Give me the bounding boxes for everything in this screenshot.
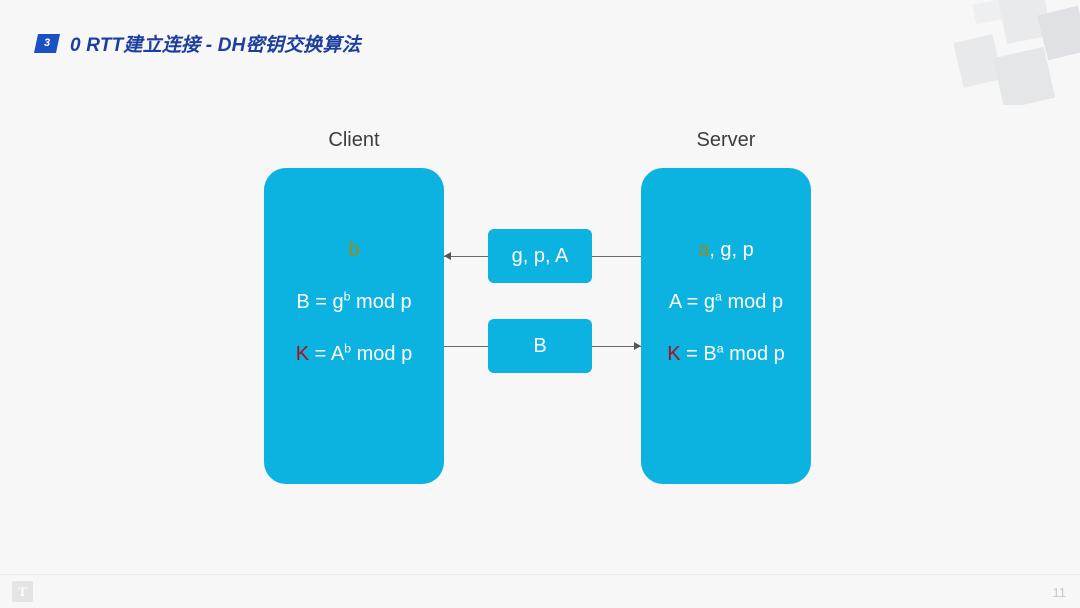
- client-secret-line: b: [348, 240, 359, 260]
- client-formula-k-exponent: b: [344, 341, 352, 356]
- client-key-symbol: K: [295, 343, 310, 365]
- message-box-2-text: B: [533, 334, 547, 357]
- brand-logo-icon: T: [12, 581, 33, 602]
- client-formula-b-prefix: B = g: [296, 291, 344, 313]
- message-2-line-left: [444, 346, 488, 347]
- footer-divider: [0, 574, 1080, 575]
- client-formula-b-exponent: b: [343, 289, 351, 304]
- slide-header: 3 0 RTT建立连接 - DH密钥交换算法: [33, 30, 361, 57]
- server-label: Server: [696, 129, 756, 151]
- server-secret-value: a: [698, 239, 710, 261]
- server-shared-key-formula: K = Ba mod p: [667, 341, 785, 365]
- client-secret-value: b: [348, 239, 360, 261]
- server-formula-a-prefix: A = g: [668, 291, 716, 313]
- message-1-line-left: [444, 256, 488, 257]
- server-box: a, g, p A = ga mod p K = Ba mod p: [641, 168, 811, 484]
- server-formula-a-suffix: mod p: [721, 291, 784, 313]
- message-box-1: g, p, A: [488, 229, 592, 283]
- server-formula-a-exponent: a: [715, 289, 722, 304]
- arrow-left-icon: [444, 252, 451, 260]
- message-1-line-right: [592, 256, 641, 257]
- client-label: Client: [328, 129, 380, 151]
- server-params: , g, p: [709, 239, 754, 261]
- client-shared-key-formula: K = Ab mod p: [295, 341, 413, 365]
- server-formula-k-suffix: mod p: [723, 343, 785, 365]
- server-secret-line: a, g, p: [698, 240, 754, 260]
- client-public-formula: B = gb mod p: [296, 289, 412, 313]
- message-box-1-text: g, p, A: [511, 244, 569, 267]
- client-formula-b-suffix: mod p: [350, 291, 412, 313]
- page-title: 0 RTT建立连接 - DH密钥交换算法: [70, 35, 361, 56]
- message-box-2: B: [488, 319, 592, 373]
- server-key-symbol: K: [667, 343, 681, 365]
- page-number: 11: [1052, 585, 1067, 600]
- message-2-line-right: [592, 346, 641, 347]
- client-formula-k-prefix: = A: [309, 343, 345, 365]
- server-public-formula: A = ga mod p: [668, 289, 784, 313]
- server-formula-k-prefix: = B: [680, 343, 717, 365]
- client-formula-k-suffix: mod p: [351, 343, 413, 365]
- server-formula-k-exponent: a: [716, 341, 724, 356]
- arrow-right-icon: [634, 342, 641, 350]
- client-box: b B = gb mod p K = Ab mod p: [264, 168, 444, 484]
